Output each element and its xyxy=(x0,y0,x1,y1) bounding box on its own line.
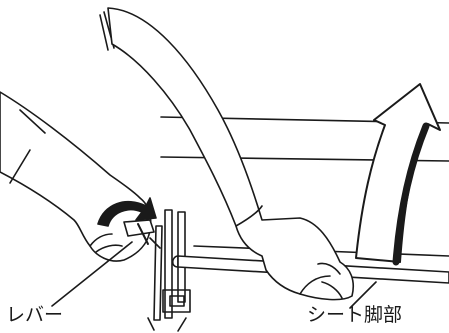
right-arm xyxy=(108,8,353,300)
lever-label: レバー xyxy=(6,306,63,325)
seat-leg-label: シート脚部 xyxy=(307,306,402,325)
seat-leg-frame xyxy=(148,210,190,331)
upward-arrow-icon xyxy=(356,84,440,262)
